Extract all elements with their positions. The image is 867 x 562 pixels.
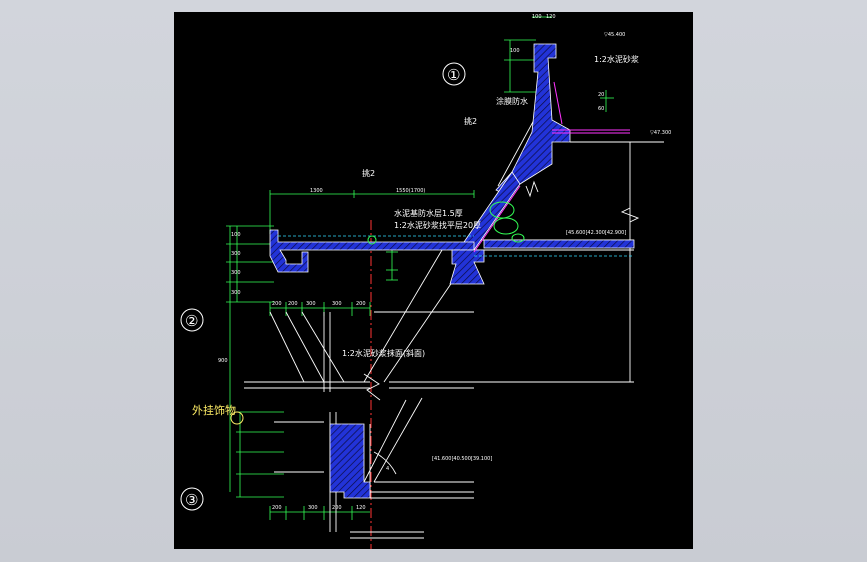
note-corner: 1:2水泥砂浆抹面(斜面) xyxy=(342,348,425,358)
dim-side-c: 300 xyxy=(231,270,241,276)
dim-side-a: 100 xyxy=(231,232,241,238)
dim-bottom-d: 300 xyxy=(332,301,342,307)
dim-span1: 1300 xyxy=(310,188,323,194)
dim-bottom-c: 300 xyxy=(306,301,316,307)
detail-mark-1: ① xyxy=(447,66,460,84)
note-dl2-b: 挑2 xyxy=(362,168,375,178)
dim-bottom-b: 200 xyxy=(288,301,298,307)
dim-low-a: 200 xyxy=(272,505,282,511)
concrete-sections xyxy=(269,43,635,499)
dim-side-b: 300 xyxy=(231,251,241,257)
detail-mark-2: ② xyxy=(185,312,198,330)
elevation-upper: ▽47.300 xyxy=(650,130,671,136)
dim-top-right: 120 xyxy=(546,14,556,20)
dim-low-c: 200 xyxy=(332,505,342,511)
dim-bottom-a: 200 xyxy=(272,301,282,307)
dim-side-d: 300 xyxy=(231,290,241,296)
elevation-low: [41.600]40.500[39.100] xyxy=(432,456,492,462)
detail-mark-3-circle xyxy=(180,487,204,511)
note-waterproof-layer: 水泥基防水层1.5厚 xyxy=(394,208,463,218)
structure-lines xyxy=(244,119,664,539)
note-dl2-a: 挑2 xyxy=(464,116,477,126)
note-leveling-layer: 1:2水泥砂浆找平层20厚 xyxy=(394,220,481,230)
detail-mark-3: ③ xyxy=(185,491,198,509)
ornament-marker xyxy=(230,411,244,425)
dim-small-a: 20 xyxy=(598,92,604,98)
drainage-openings xyxy=(367,201,525,245)
plaster-lines xyxy=(278,235,634,257)
note-exterior-ornament: 外挂饰物 xyxy=(192,403,236,417)
note-cement-mortar: 1:2水泥砂浆 xyxy=(594,54,639,64)
section-drawing: ① ② ③ 1:2水泥砂浆 涂膜防水 挑2 挑2 水泥基防水层1.5厚 1:2水… xyxy=(180,14,671,549)
dim-span2: 1550(1700) xyxy=(396,188,425,194)
detail-mark-1-circle xyxy=(442,62,466,86)
dim-side-e: 100 xyxy=(510,48,520,54)
dim-tall: 900 xyxy=(218,358,228,364)
dim-small-b: 60 xyxy=(598,106,604,112)
note-waterproof-coating: 涂膜防水 xyxy=(496,96,528,106)
detail-mark-2-circle xyxy=(180,308,204,332)
dim-angle: 4 xyxy=(386,466,389,472)
dimension-lines xyxy=(226,16,614,520)
waterproof-layers xyxy=(473,81,630,253)
dim-low-d: 120 xyxy=(356,505,366,511)
dim-low-b: 300 xyxy=(308,505,318,511)
elevation-top: ▽45.400 xyxy=(604,32,625,38)
break-symbols xyxy=(525,180,640,223)
dim-bottom-e: 200 xyxy=(356,301,366,307)
elevation-mid: [45.600]42.300[42.900] xyxy=(566,230,626,236)
dim-top-left: 100 xyxy=(532,14,542,20)
cad-drawing-viewport[interactable]: ① ② ③ 1:2水泥砂浆 涂膜防水 挑2 挑2 水泥基防水层1.5厚 1:2水… xyxy=(174,12,693,549)
